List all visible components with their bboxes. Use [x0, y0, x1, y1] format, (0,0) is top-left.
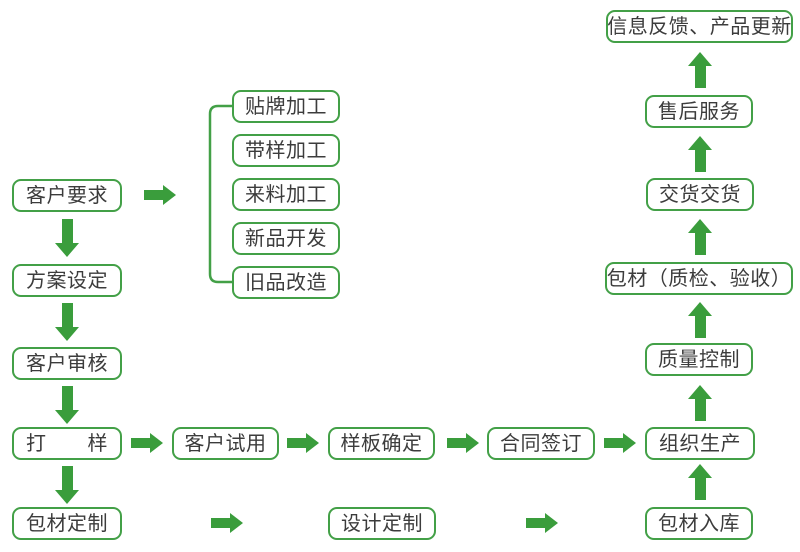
node-label: 包材入库: [658, 512, 740, 535]
arrow-right-icon: [526, 513, 558, 533]
node-label: 包材（质检、验收）: [606, 267, 792, 290]
arrow-up-icon: [688, 464, 712, 500]
node-label: 客户审核: [26, 352, 108, 375]
node-new-product-dev: 新品开发: [232, 222, 340, 255]
arrow-up-icon: [688, 385, 712, 421]
node-sample-confirmation: 样板确定: [328, 427, 435, 460]
node-label: 组织生产: [659, 432, 741, 455]
node-oem-processing: 贴牌加工: [232, 90, 340, 123]
node-customer-trial: 客户试用: [172, 427, 279, 460]
node-label: 客户试用: [184, 432, 267, 455]
node-label: 客户要求: [26, 184, 108, 207]
arrow-right-icon: [604, 433, 636, 453]
node-delivery: 交货交货: [646, 178, 754, 211]
node-contract-signing: 合同签订: [487, 427, 595, 460]
arrow-up-icon: [688, 219, 712, 255]
node-quality-control: 质量控制: [645, 343, 753, 376]
node-label: 设计定制: [341, 512, 423, 535]
node-sample-processing: 带样加工: [232, 134, 340, 167]
node-label: 新品开发: [245, 227, 327, 250]
arrow-up-icon: [688, 136, 712, 172]
node-label: 质量控制: [658, 348, 740, 371]
arrow-up-icon: [688, 52, 712, 88]
node-packaging-storage: 包材入库: [645, 507, 753, 540]
node-label: 方案设定: [26, 269, 108, 292]
node-label: 打 样: [26, 432, 108, 455]
node-customer-review: 客户审核: [12, 347, 122, 380]
node-label: 合同签订: [500, 432, 582, 455]
node-feedback-update: 信息反馈、产品更新: [606, 10, 793, 43]
arrow-down-icon: [55, 303, 79, 341]
node-design-customization: 设计定制: [328, 507, 436, 540]
arrow-right-icon: [131, 433, 163, 453]
arrow-down-icon: [55, 219, 79, 257]
node-label: 来料加工: [245, 183, 327, 206]
node-packaging-inspection: 包材（质检、验收）: [605, 262, 793, 295]
arrow-right-icon: [144, 185, 176, 205]
node-organize-production: 组织生产: [645, 427, 755, 460]
node-label: 带样加工: [245, 139, 327, 162]
node-label: 交货交货: [659, 183, 741, 206]
node-label: 信息反馈、产品更新: [607, 15, 792, 38]
node-label: 贴牌加工: [245, 95, 327, 118]
node-label: 包材定制: [26, 512, 108, 535]
node-sampling: 打 样: [12, 427, 122, 460]
node-label: 样板确定: [340, 432, 423, 455]
node-customer-requirements: 客户要求: [12, 179, 122, 212]
arrow-right-icon: [447, 433, 479, 453]
node-label: 售后服务: [658, 100, 740, 123]
arrow-right-icon: [287, 433, 319, 453]
node-plan-setting: 方案设定: [12, 264, 122, 297]
node-after-sales: 售后服务: [645, 95, 753, 128]
node-material-processing: 来料加工: [232, 178, 340, 211]
node-packaging-custom: 包材定制: [12, 507, 122, 540]
node-old-product-remake: 旧品改造: [232, 266, 340, 299]
arrow-down-icon: [55, 466, 79, 504]
arrow-right-icon: [211, 513, 243, 533]
arrow-down-icon: [55, 386, 79, 424]
arrow-up-icon: [688, 302, 712, 338]
node-label: 旧品改造: [245, 271, 327, 294]
